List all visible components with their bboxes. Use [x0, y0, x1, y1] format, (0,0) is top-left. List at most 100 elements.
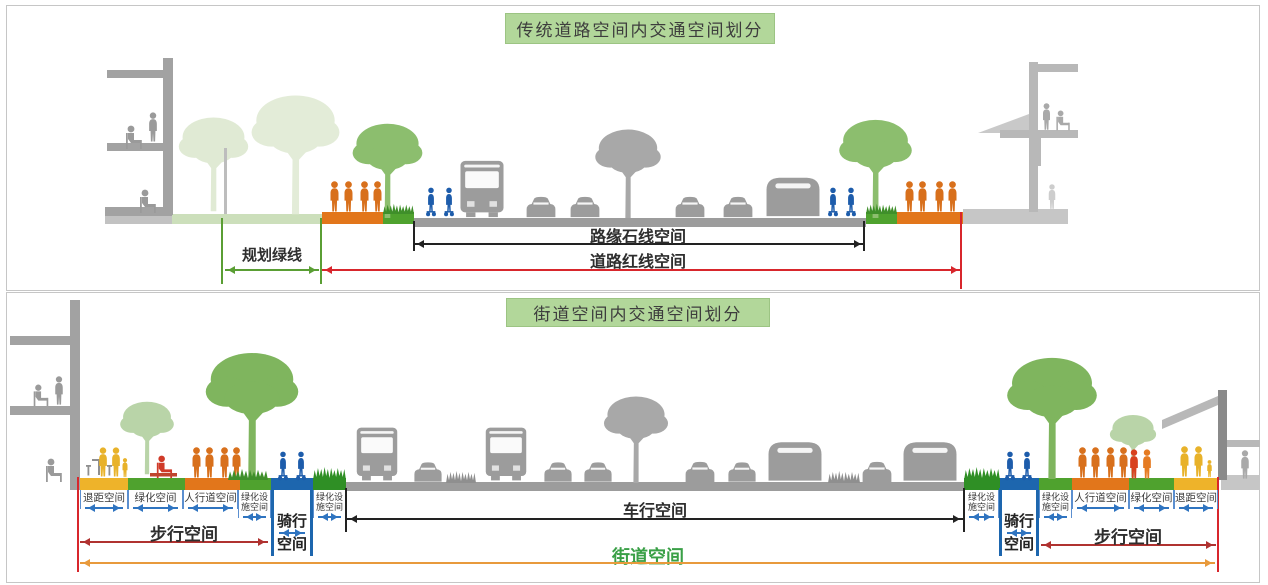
- car-icon: [728, 462, 756, 482]
- car-icon: [723, 196, 753, 218]
- pedestrian-icon: [112, 447, 120, 477]
- pedestrian-icon: [918, 181, 927, 212]
- blue-arrow: [188, 504, 233, 513]
- blue-arrow: [1044, 512, 1067, 521]
- top-panel-title: 传统道路空间内交通空间划分: [505, 13, 775, 44]
- street-space-arrow: [80, 559, 1215, 567]
- pedestrian-icon: [905, 181, 914, 212]
- strip-bike-left: [271, 478, 313, 490]
- top-scene: [105, 58, 1078, 227]
- person-icon: [1043, 103, 1050, 130]
- street-boundary-right: [1217, 477, 1219, 572]
- car-icon: [414, 462, 442, 482]
- suv-icon: [768, 442, 822, 481]
- cyclist-icon: [278, 451, 288, 481]
- child-icon: [1207, 460, 1212, 478]
- cyclist-icon: [1005, 451, 1015, 481]
- tree-icon: [178, 117, 249, 212]
- pedestrian-icon: [1194, 446, 1203, 477]
- grass-icon: [828, 470, 860, 483]
- curb-line-marker-right: [863, 221, 865, 251]
- pedestrian-icon: [1143, 449, 1151, 479]
- cell-green-facility-left: 绿化设施空间: [238, 490, 271, 521]
- pedestrian-icon: [935, 181, 944, 212]
- bus-icon: [356, 427, 398, 481]
- cell-green-facility-right: 绿化设施空间: [1039, 490, 1072, 521]
- walk-space-arrow-right: [1041, 541, 1216, 549]
- strip-verge-right: [964, 478, 1000, 490]
- strip-bike-right: [1000, 478, 1039, 490]
- pedestrian-icon: [99, 447, 107, 477]
- suv-icon: [766, 177, 820, 217]
- grass-icon: [228, 468, 268, 480]
- bike-label-line1: 骑行: [276, 512, 307, 530]
- strip-greening-right: [1129, 478, 1174, 490]
- strip-roadway: [346, 482, 964, 491]
- blue-arrow: [1007, 529, 1031, 538]
- person-icon: [46, 458, 62, 482]
- bike-label-line2: 空间: [1003, 536, 1034, 554]
- car-icon: [685, 461, 715, 483]
- strip-sidewalk-right: [1072, 478, 1129, 490]
- building-left: [10, 300, 80, 490]
- pedestrian-icon: [330, 181, 339, 212]
- strip-setback-left: [78, 478, 128, 490]
- walk-space-arrow-left: [80, 538, 268, 546]
- cyclist-icon: [296, 451, 306, 481]
- cell-label: 绿化空间: [134, 492, 177, 504]
- road-red-line-space-arrow: [322, 266, 961, 274]
- grass-icon: [446, 470, 476, 483]
- strip-roadway: [414, 218, 866, 227]
- pedestrian-icon: [344, 181, 353, 212]
- car-icon: [544, 462, 572, 482]
- bus-icon: [485, 427, 527, 481]
- curb-line-space-arrow: [414, 240, 864, 248]
- blue-arrow: [1134, 504, 1169, 513]
- curb-line-marker-left: [413, 221, 415, 251]
- person-icon: [1241, 450, 1249, 479]
- cell-label: 绿化设施空间: [240, 492, 268, 513]
- strip-verge-left: [313, 478, 346, 490]
- cafe-table-icon: [86, 459, 112, 476]
- cell-sidewalk-right: 人行道空间: [1072, 490, 1129, 513]
- pedestrian-icon: [1119, 447, 1128, 478]
- bike-label-line1: 骑行: [1003, 512, 1034, 530]
- building-right: [1162, 390, 1260, 480]
- road-red-line-space-label: 道路红线空间: [589, 254, 686, 271]
- car-icon: [675, 196, 705, 218]
- tree-icon: [595, 129, 661, 218]
- pedestrian-icon: [1091, 447, 1100, 478]
- blue-arrow: [243, 512, 266, 521]
- pedestrian-icon: [1106, 447, 1115, 478]
- cell-greening-right: 绿化空间: [1129, 490, 1174, 513]
- car-icon: [862, 461, 892, 483]
- blue-arrow: [85, 504, 123, 513]
- cell-setback-right: 退距空间: [1174, 490, 1218, 513]
- person-icon: [55, 376, 63, 405]
- bottom-scene: [10, 300, 1260, 491]
- strip-green-left: [383, 212, 414, 224]
- grass-icon: [866, 203, 897, 214]
- walk-space-label-right: 步行空间: [1094, 528, 1162, 547]
- cell-label: 人行道空间: [1074, 492, 1127, 504]
- green-line-marker-left: [221, 218, 223, 284]
- pedestrian-icon: [373, 181, 382, 212]
- cell-greening-left: 绿化空间: [128, 490, 183, 513]
- pedestrian-icon: [1078, 447, 1087, 478]
- blue-arrow: [279, 529, 305, 538]
- green-line-marker-right: [320, 218, 322, 284]
- cell-bike-right: 骑行 空间: [999, 488, 1039, 556]
- blue-arrow: [969, 512, 994, 521]
- bus-icon: [460, 160, 504, 218]
- cell-setback-left: 退距空间: [80, 490, 128, 513]
- grass-icon: [313, 467, 346, 480]
- vehicle-space-label: 车行空间: [622, 503, 687, 520]
- street-space-label: 街道空间: [612, 547, 684, 567]
- cell-label: 绿化设施空间: [967, 492, 995, 513]
- cyclist-icon: [1022, 451, 1032, 481]
- grass-icon: [383, 203, 414, 214]
- tree-icon: [120, 401, 174, 475]
- cyclist-icon: [444, 187, 454, 217]
- strip-sidewalk-far-right: [1221, 475, 1260, 490]
- building-left: [105, 58, 173, 216]
